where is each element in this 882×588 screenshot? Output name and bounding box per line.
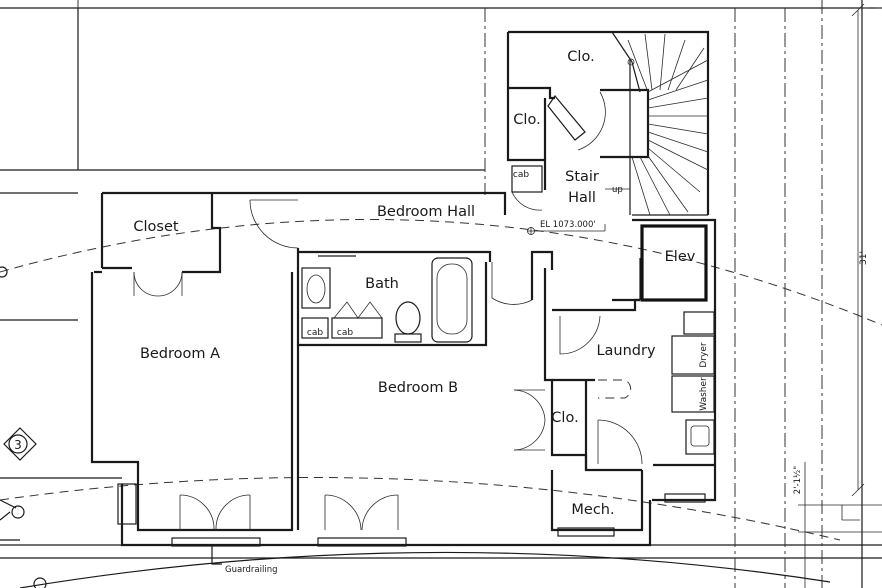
label-dryer: Dryer	[699, 342, 709, 367]
label-cab-stair: cab	[513, 170, 529, 180]
exterior-walls	[90, 30, 717, 547]
label-cab-bath-1: cab	[307, 328, 323, 338]
room-labels: Closet Bedroom Hall Bath Bedroom A Bedro…	[133, 49, 695, 518]
label-bedroom-a: Bedroom A	[140, 346, 220, 362]
label-clo-stair-top: Clo.	[567, 49, 594, 65]
elevation-marker	[527, 224, 606, 235]
label-cab-bath-2: cab	[337, 328, 353, 338]
label-laundry: Laundry	[596, 343, 656, 359]
closet	[102, 193, 222, 297]
stair-up-label: up	[612, 185, 623, 195]
south-doors	[117, 483, 706, 565]
label-elev: Elev	[665, 249, 696, 265]
label-bath: Bath	[365, 276, 399, 292]
label-mech: Mech.	[571, 502, 614, 518]
site-symbols	[0, 266, 47, 588]
annotations: EL 1073.000' up Guardrailing 3 31' 2'-1½…	[14, 185, 869, 575]
laundry-fixtures	[671, 311, 715, 455]
dimension-right-label: 31'	[859, 251, 869, 265]
interior-partitions	[296, 268, 715, 532]
bath	[296, 248, 492, 347]
label-clo-bedroom-b: Clo.	[551, 410, 578, 426]
hall-doors	[249, 199, 601, 355]
label-stair-hall-1: Stair	[565, 169, 599, 185]
label-washer: Washer	[699, 377, 709, 411]
label-bedroom-hall: Bedroom Hall	[377, 204, 475, 220]
section-marker	[3, 427, 37, 461]
label-closet: Closet	[133, 219, 178, 235]
label-clo-stair-mid: Clo.	[513, 112, 540, 128]
elevation-label: EL 1073.000'	[540, 220, 596, 230]
guardrailing-label: Guardrailing	[225, 565, 278, 575]
dimensions	[798, 3, 882, 588]
section-marker-label: 3	[14, 438, 22, 452]
fixture-labels: cab cab cab Washer Dryer	[307, 170, 709, 411]
label-stair-hall-2: Hall	[568, 190, 596, 206]
stair-hall	[506, 31, 709, 216]
elevator	[612, 218, 717, 302]
setback-arcs	[0, 218, 882, 588]
dimension-bottom-label: 2'-1½"	[793, 466, 803, 494]
label-bedroom-b: Bedroom B	[378, 380, 458, 396]
